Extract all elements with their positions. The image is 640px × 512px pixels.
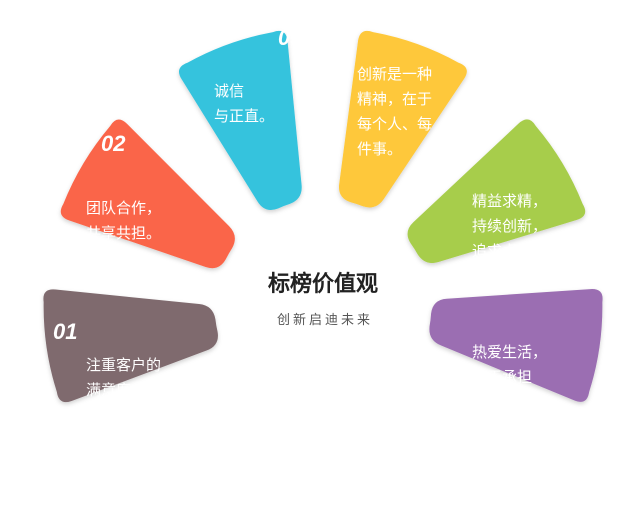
segment-02-number: 02 <box>101 131 126 156</box>
segment-01-line-1: 注重客户的 <box>86 356 161 374</box>
center-title: 标榜价值观 <box>268 271 378 297</box>
segment-06-text: 热爱生活， 勇于承担 社会责任。 <box>472 343 552 411</box>
segment-05-text: 精益求精， 持续创新， 追求卓越。 <box>472 192 552 260</box>
center-subtitle: 创新启迪未来 <box>277 312 373 328</box>
segment-03-text: 诚信 与正直。 <box>214 82 274 125</box>
segment-06: 06 热爱生活， 勇于承担 社会责任。 <box>429 289 603 471</box>
segment-01-line-2: 满意度。 <box>86 381 146 399</box>
segment-06-line-1: 热爱生活， <box>472 343 547 361</box>
segment-04-line-2: 精神，在于 <box>357 90 432 108</box>
segment-02-shape <box>60 119 235 269</box>
segment-05-line-2: 持续创新， <box>472 217 547 235</box>
segment-01: 01 注重客户的 满意度。 <box>43 289 218 403</box>
segment-03-line-2: 与正直。 <box>214 107 274 125</box>
segment-05-line-3: 追求卓越。 <box>472 242 547 260</box>
segment-02: 02 团队合作， 共享共担。 <box>60 119 235 269</box>
segment-06-line-3: 社会责任。 <box>472 393 547 411</box>
segment-03: 03 诚信 与正直。 <box>178 25 302 210</box>
segment-01-number: 01 <box>53 319 77 344</box>
segment-05: 05 精益求精， 持续创新， 追求卓越。 <box>407 119 596 278</box>
segment-04-shape <box>338 30 467 208</box>
segment-03-line-1: 诚信 <box>214 82 244 100</box>
segment-05-shape <box>407 119 586 264</box>
segment-03-shape <box>178 30 302 210</box>
segment-01-shape <box>43 289 218 403</box>
segment-01-text: 注重客户的 满意度。 <box>86 356 166 399</box>
segment-04-text: 创新是一种 精神，在于 每个人、每 件事。 <box>357 65 437 158</box>
segment-03-number: 03 <box>278 25 302 50</box>
segment-04-line-3: 每个人、每 <box>357 115 432 133</box>
segment-04: 04 创新是一种 精神，在于 每个人、每 件事。 <box>338 30 490 208</box>
segment-02-line-2: 共享共担。 <box>86 224 161 242</box>
segment-06-line-2: 勇于承担 <box>472 368 532 386</box>
segment-02-line-1: 团队合作， <box>86 199 161 217</box>
segment-05-line-1: 精益求精， <box>472 192 547 210</box>
segment-06-shape <box>429 289 603 402</box>
segment-05-number: 05 <box>571 253 596 278</box>
segment-06-number: 06 <box>519 446 544 471</box>
segment-04-line-4: 件事。 <box>357 140 402 158</box>
segment-04-line-1: 创新是一种 <box>357 65 432 83</box>
segment-02-text: 团队合作， 共享共担。 <box>86 199 166 242</box>
segment-04-number: 04 <box>466 74 490 99</box>
